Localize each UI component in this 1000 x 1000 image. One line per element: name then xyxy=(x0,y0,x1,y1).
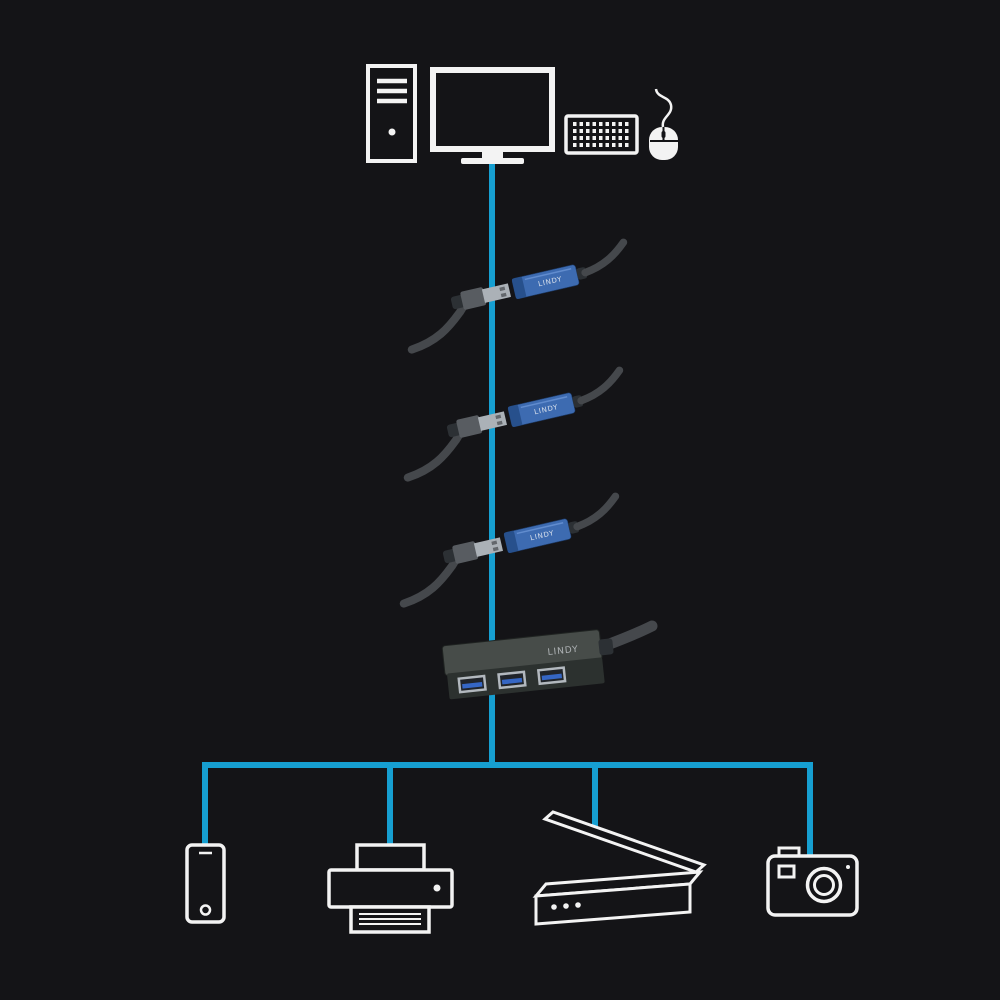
hub-strain-relief xyxy=(598,638,614,656)
keyboard-icon xyxy=(564,114,639,155)
mouse-icon xyxy=(649,88,678,160)
smartphone-icon xyxy=(185,843,226,924)
monitor-icon xyxy=(430,67,555,164)
usb-hub-group: LINDY xyxy=(441,620,658,700)
usb-port-icon xyxy=(497,670,527,690)
usb-port-icon xyxy=(536,666,567,686)
brand-marking: LINDY xyxy=(547,645,579,658)
usb-extension-cable-2 xyxy=(395,370,632,477)
distribution-line xyxy=(202,762,813,856)
scanner-icon xyxy=(532,810,707,926)
pc-tower-icon xyxy=(366,64,417,163)
connection-lines xyxy=(202,163,813,856)
usb-port-icon xyxy=(457,674,487,694)
computer-group xyxy=(366,64,678,164)
hub-cable xyxy=(601,620,658,651)
usb-hub-icon: LINDY xyxy=(441,629,614,700)
usb-extension-cable-1 xyxy=(399,242,636,349)
printer-icon xyxy=(327,843,454,934)
camera-icon xyxy=(766,846,859,917)
usb-extension-cable-3 xyxy=(391,496,628,603)
